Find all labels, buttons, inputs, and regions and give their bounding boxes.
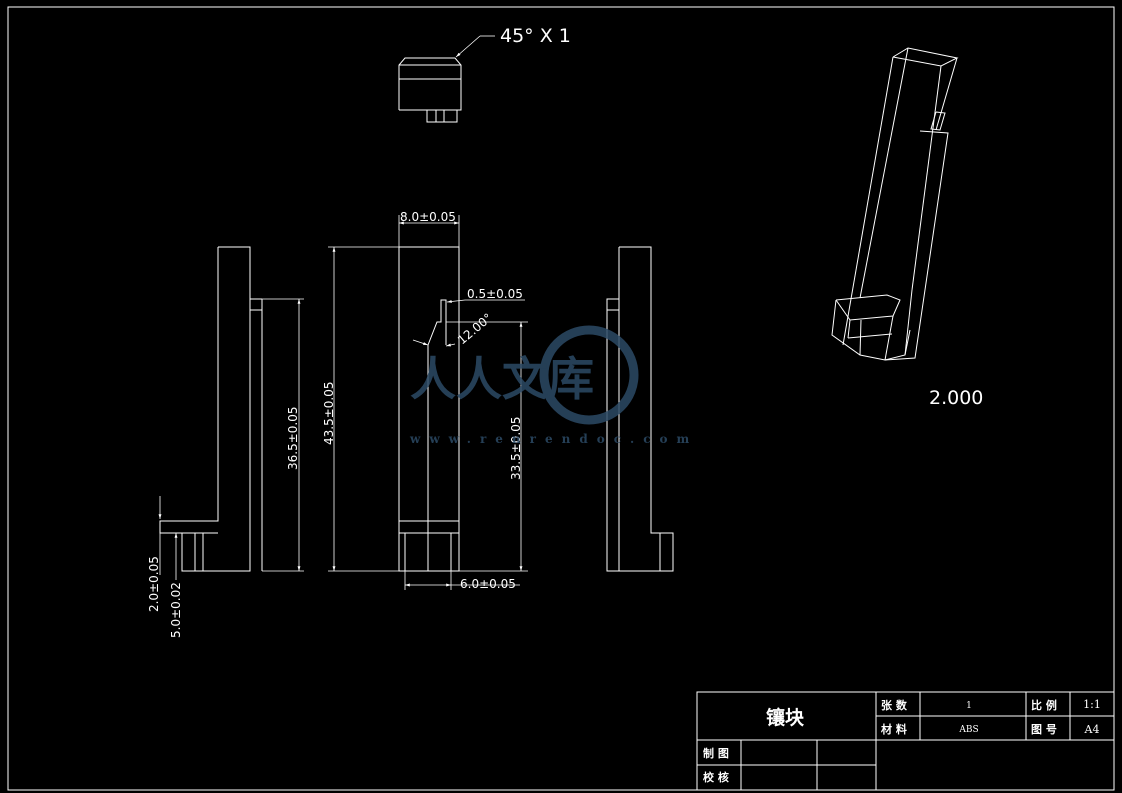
dim-height-total: 43.5±0.05 [322, 382, 336, 446]
chamfer-note: 45° X 1 [500, 25, 571, 47]
drawing-no-value: A4 [1084, 723, 1100, 736]
part-name: 镶块 [766, 706, 805, 729]
drawing-no-label: 图 号 [1031, 723, 1057, 736]
watermark: 人人文库 www.renrendoc.com [409, 325, 698, 446]
isometric-view [831, 47, 959, 361]
dim-step-b: 5.0±0.02 [169, 582, 183, 638]
svg-text:www.renrendoc.com: www.renrendoc.com [409, 432, 698, 446]
material-value: ABS [958, 725, 978, 735]
dim-width-bottom: 6.0±0.05 [460, 577, 516, 591]
dim-height-right: 33.5±0.05 [509, 417, 523, 481]
material-label: 材 料 [881, 722, 907, 736]
title-block [696, 691, 1115, 791]
sheets-label: 张 数 [881, 698, 908, 712]
dim-width-top: 8.0±0.05 [400, 210, 456, 224]
dim-height-left: 36.5±0.05 [286, 407, 300, 471]
dim-notch: 0.5±0.05 [467, 287, 523, 301]
dim-angle: 12.00° [455, 311, 495, 348]
sheets-value: 1 [966, 701, 972, 711]
left-view [158, 246, 304, 580]
scale-value: 1:1 [1083, 698, 1101, 711]
front-view [328, 215, 528, 590]
dim-step-a: 2.0±0.05 [147, 556, 161, 612]
scale-label: 比 例 [1031, 698, 1057, 712]
drawn-label: 制 图 [703, 746, 729, 760]
sheet-border [7, 6, 1115, 791]
svg-text:人人文库: 人人文库 [410, 352, 594, 406]
isometric-scale: 2.000 [929, 387, 983, 409]
checked-label: 校 核 [703, 770, 729, 784]
top-view [398, 35, 495, 123]
